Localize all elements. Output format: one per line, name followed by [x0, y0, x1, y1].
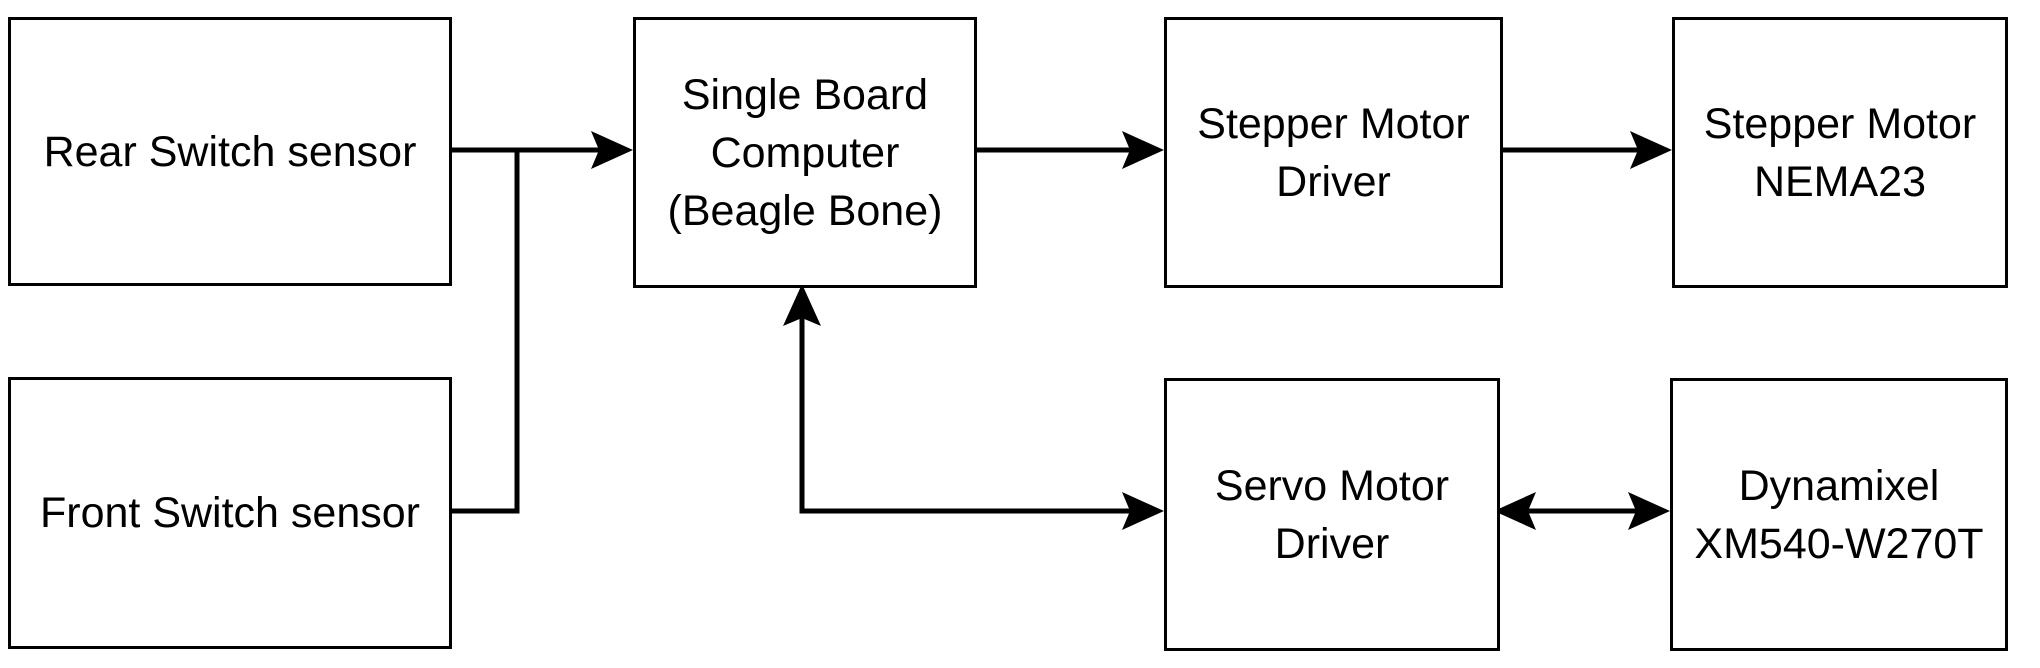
connector-servo-driver-to-dynamixel [1494, 492, 1670, 530]
node-label-line: Driver [1276, 157, 1391, 206]
connector-sbc-to-servo-driver [783, 284, 1164, 530]
arrowhead [591, 131, 633, 169]
node-label-line: NEMA23 [1753, 157, 1927, 206]
node-stepper-motor-driver: Stepper Motor Driver [1164, 17, 1503, 288]
node-front-switch-sensor: Front Switch sensor [8, 377, 452, 649]
node-label-line: (Beagle Bone) [667, 186, 943, 235]
arrowhead [1122, 492, 1164, 530]
arrowhead [1494, 492, 1536, 530]
node-label-line: Stepper Motor [1197, 99, 1470, 148]
node-label-line: XM540-W270T [1694, 519, 1984, 568]
node-label-line: Stepper Motor [1703, 99, 1977, 148]
node-rear-switch-sensor: Rear Switch sensor [8, 17, 452, 286]
connector-sbc-to-stepper-driver [971, 131, 1164, 169]
node-label-line: Single Board [681, 70, 929, 119]
edge-line [799, 317, 1133, 514]
node-label-line: Front Switch sensor [40, 489, 420, 537]
node-label-line: Computer [710, 128, 900, 177]
connector-rear-to-sbc [446, 131, 633, 169]
arrowhead [1122, 131, 1164, 169]
node-label-line: Dynamixel [1738, 461, 1940, 510]
node-label-line: Driver [1274, 519, 1390, 568]
connector-front-branch [444, 147, 520, 514]
arrowhead [1628, 492, 1670, 530]
node-servo-motor-driver: Servo Motor Driver [1164, 378, 1500, 651]
node-single-board-computer: Single Board Computer (Beagle Bone) [633, 17, 977, 288]
node-label-line: Rear Switch sensor [43, 127, 417, 176]
node-label-line: Servo Motor [1214, 461, 1450, 510]
arrowhead [1630, 131, 1672, 169]
arrowhead [783, 284, 821, 326]
connector-stepper-driver-to-motor [1497, 131, 1672, 169]
node-stepper-motor-nema23: Stepper Motor NEMA23 [1672, 17, 2008, 288]
node-dynamixel-xm540: Dynamixel XM540-W270T [1670, 378, 2008, 651]
